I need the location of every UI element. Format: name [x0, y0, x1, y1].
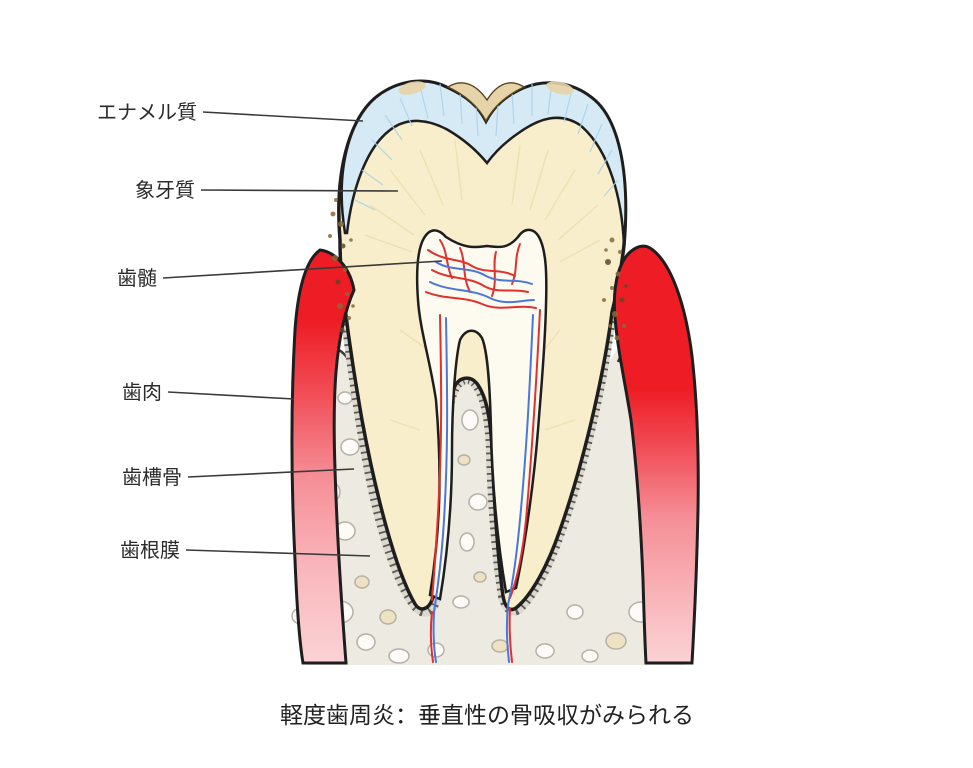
leader-line-alveolar-bone: [187, 468, 355, 478]
label-periodontal-ligament: 歯根膜: [120, 539, 180, 562]
label-enamel: エナメル質: [97, 101, 197, 124]
leader-lines: [162, 111, 443, 557]
pulp-region: [415, 228, 548, 663]
calculus-stipple-right: [602, 237, 628, 341]
calculus-stipple-left: [328, 198, 355, 333]
label-pulp: 歯髄: [117, 267, 157, 290]
cusp-tip-left-patch: [398, 81, 426, 95]
enamel-cap: [340, 80, 627, 246]
leader-line-dentin: [200, 189, 399, 192]
enamel-region: [340, 80, 627, 246]
diagram-caption: 軽度歯周炎：垂直性の骨吸収がみられる: [280, 702, 694, 728]
dentin-texture-lines: [364, 139, 601, 431]
pulp-vessels-blue: [429, 261, 535, 663]
cusp-tip-right-patch: [546, 81, 574, 95]
gingiva-left: [290, 248, 356, 665]
leader-line-gingiva: [167, 391, 295, 400]
leader-line-enamel: [202, 111, 364, 122]
label-gingiva: 歯肉: [122, 381, 162, 404]
occlusal-fissure-patch: [446, 82, 526, 123]
leader-line-periodontal-ligament: [185, 549, 371, 557]
leader-line-pulp: [162, 260, 443, 279]
part-labels: エナメル質 象牙質 歯髄 歯肉 歯槽骨 歯根膜: [97, 101, 197, 562]
periodontal-ligament-hatching: [340, 309, 616, 617]
gingiva-right: [612, 244, 700, 665]
label-alveolar-bone: 歯槽骨: [122, 466, 182, 489]
label-dentin: 象牙質: [135, 179, 195, 202]
pulp-vessels-red: [425, 239, 541, 663]
enamel-texture-lines: [354, 81, 619, 211]
